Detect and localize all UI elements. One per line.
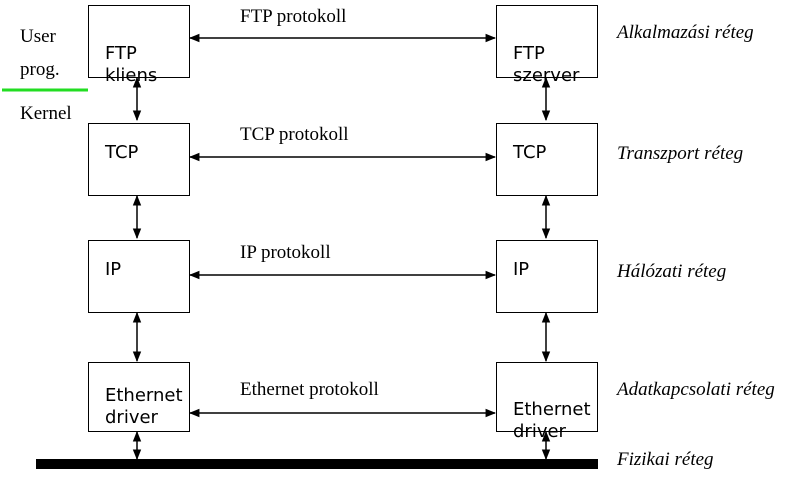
- left-tcp-box: TCP: [88, 123, 190, 196]
- right-ftp-server-box: FTP szerver: [496, 5, 598, 86]
- physical-layer-label: Fizikai réteg: [617, 449, 714, 470]
- left-ftp-client-box: FTP kliens: [88, 5, 190, 86]
- left-eth-label: Ethernet driver: [105, 385, 183, 428]
- user-prog-label: User prog.: [20, 26, 60, 80]
- kernel-label: Kernel: [20, 103, 72, 124]
- right-ftp-label: FTP szerver: [513, 43, 580, 86]
- tcp-protocol-label: TCP protokoll: [240, 124, 349, 145]
- ftp-protocol-label: FTP protokoll: [240, 6, 347, 27]
- left-ip-label: IP: [105, 259, 122, 280]
- left-ip-box: IP: [88, 240, 190, 313]
- right-tcp-box: TCP: [496, 123, 598, 196]
- network-layer-label: Hálózati réteg: [617, 261, 727, 282]
- transport-layer-label: Transzport réteg: [617, 143, 744, 164]
- left-tcp-label: TCP: [105, 142, 139, 163]
- left-ethernet-driver-box: Ethernet driver: [88, 362, 190, 432]
- right-ip-label: IP: [513, 259, 530, 280]
- datalink-layer-label: Adatkapcsolati réteg: [617, 379, 775, 400]
- ip-protocol-label: IP protokoll: [240, 242, 331, 263]
- left-ftp-label: FTP kliens: [105, 43, 158, 86]
- ethernet-protocol-label: Ethernet protokoll: [240, 379, 379, 400]
- right-ip-box: IP: [496, 240, 598, 313]
- right-ethernet-driver-box: Ethernet driver: [496, 362, 598, 442]
- application-layer-label: Alkalmazási réteg: [617, 22, 754, 43]
- right-eth-label: Ethernet driver: [513, 399, 591, 442]
- right-tcp-label: TCP: [513, 142, 547, 163]
- physical-bus: [36, 459, 598, 469]
